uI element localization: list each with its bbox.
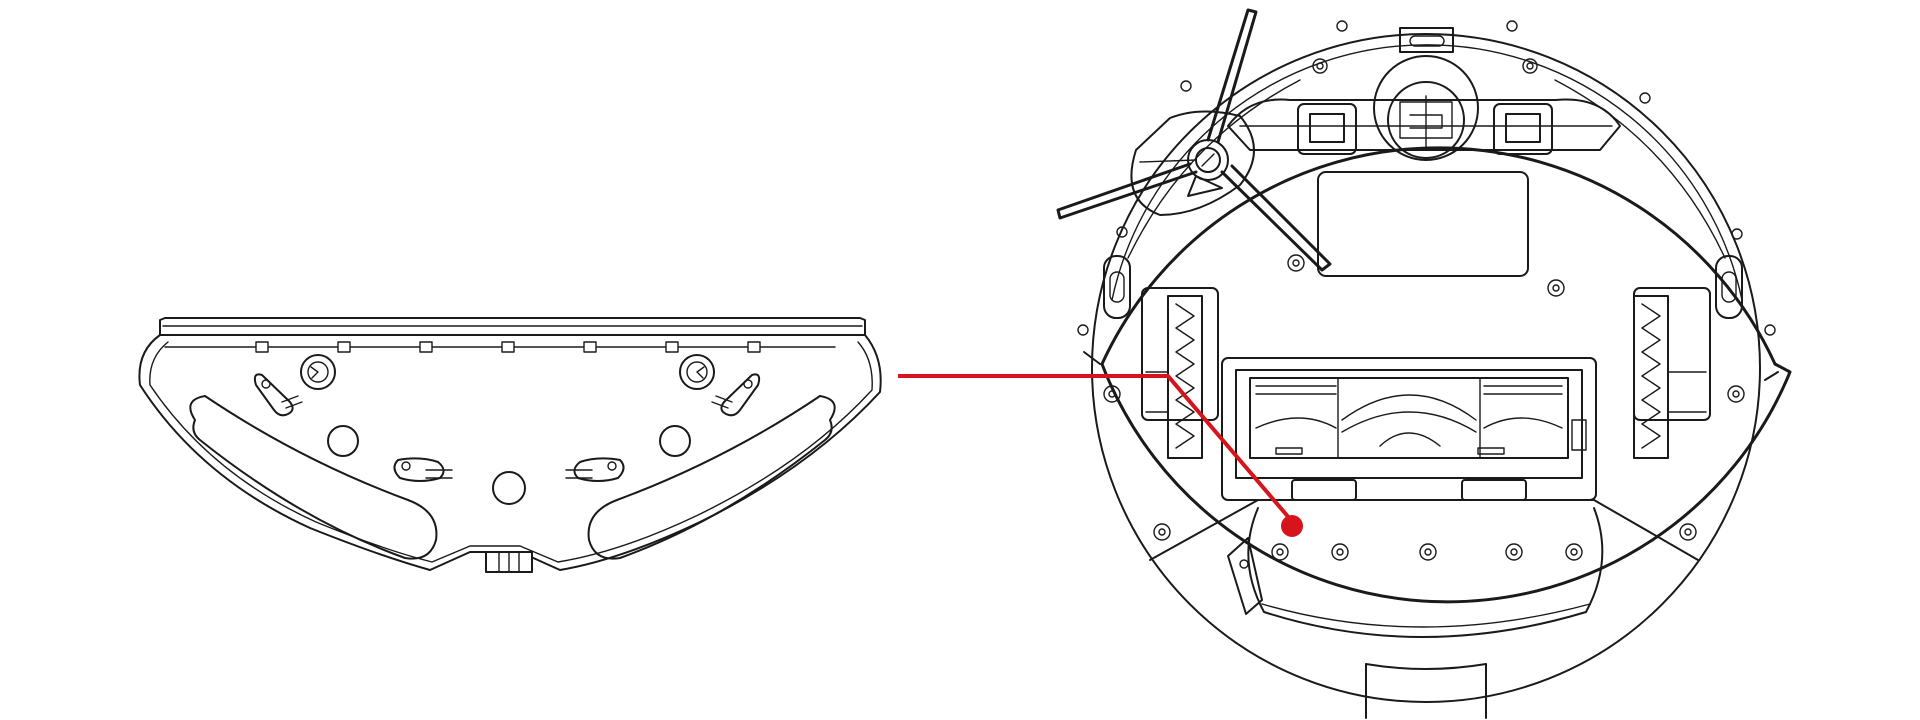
callout: [898, 374, 1303, 537]
callout-marker-dot: [1281, 515, 1303, 537]
robot-inner-ring: [1091, 33, 1761, 703]
mop-area-top-edge: [1149, 499, 1699, 561]
cliff-sensor-left: [1297, 103, 1357, 155]
mop-pad-slot-right: [587, 395, 836, 560]
dock-contact: [1365, 663, 1487, 719]
mop-area-screws: [1271, 543, 1583, 561]
mop-bracket-slot-region: [1247, 507, 1604, 638]
mop-area-latch: [1227, 537, 1263, 615]
robot-outer-rim-bottom: [1100, 362, 1792, 604]
brush-latch-right: [1461, 479, 1527, 501]
rail-clips: [255, 341, 761, 353]
latch-lower-left: [393, 457, 453, 482]
brush-latch-left: [1291, 479, 1357, 501]
callout-leader-line: [898, 374, 1298, 528]
mop-bracket-body: [138, 334, 882, 571]
rim-screws: [1077, 20, 1776, 336]
side-clip-left: [1103, 255, 1131, 319]
brush-arm-top: [1206, 8, 1258, 144]
mop-pad-slot-left: [189, 395, 438, 560]
robot-outer-rim-top: [1100, 146, 1777, 366]
brush-arm-right: [1220, 164, 1332, 272]
ring-clip-right: [679, 354, 715, 390]
label-plate: [1317, 171, 1529, 277]
drive-wheel-right: [1633, 287, 1711, 459]
front-sensor: [1399, 27, 1454, 53]
sensor-housing: [1227, 98, 1621, 151]
mop-bracket: [138, 317, 882, 573]
latch-upper-right: [711, 373, 761, 417]
bracket-hole-center: [492, 471, 526, 505]
main-brush-housing: [1221, 357, 1597, 501]
side-brush: [1056, 8, 1332, 272]
latch-lower-right: [565, 457, 625, 482]
mop-bracket-tab: [485, 551, 533, 573]
ring-clip-left: [300, 354, 336, 390]
robot-vacuum-underside: [1056, 8, 1792, 719]
bracket-hole-left: [327, 425, 359, 457]
latch-upper-left: [253, 373, 303, 417]
cliff-sensor-right: [1493, 103, 1553, 155]
side-clip-right: [1715, 255, 1743, 319]
caster-wheel: [1373, 55, 1479, 161]
body-screws: [1103, 254, 1745, 541]
drive-wheel-left: [1141, 287, 1219, 459]
bracket-hole-right: [659, 425, 691, 457]
brush-arm-left: [1056, 162, 1198, 220]
